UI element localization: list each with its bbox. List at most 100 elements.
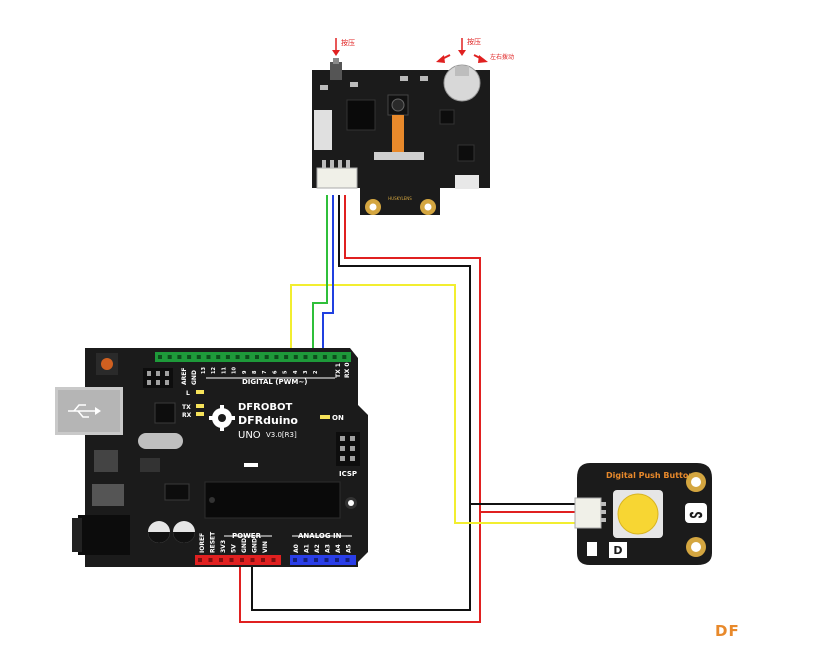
header-pin xyxy=(206,355,211,359)
learn-button[interactable] xyxy=(330,62,342,80)
header-pin xyxy=(225,355,230,359)
header-pin xyxy=(245,355,250,359)
header-pin xyxy=(264,355,269,359)
huskylens-module: HUSKYLENS xyxy=(312,58,490,215)
header-pin xyxy=(208,558,213,562)
dfrobot-gear-icon xyxy=(209,405,235,431)
header-pin xyxy=(335,558,339,562)
annotation-toggle: 左右拨动 xyxy=(490,53,514,61)
camera-flex-cable xyxy=(392,115,404,155)
power-port xyxy=(455,175,479,189)
icsp-header-right xyxy=(336,432,360,466)
header-pin xyxy=(274,355,279,359)
arrow-down-icon xyxy=(332,50,340,56)
pin-label: 3V3 xyxy=(220,540,227,553)
header-pin xyxy=(322,355,327,359)
processor-chip xyxy=(346,99,376,131)
pin-label: 4 xyxy=(293,370,299,374)
digital-header xyxy=(155,352,351,362)
gnd-label: GND xyxy=(191,370,198,385)
wires xyxy=(239,195,575,623)
usb-chip xyxy=(154,402,176,424)
header-pin xyxy=(219,558,223,562)
on-label: ON xyxy=(332,414,344,422)
wire-yellow-signal xyxy=(290,284,575,524)
analog-header xyxy=(290,555,356,565)
button-title: Digital Push Button xyxy=(606,471,694,480)
usb-icon xyxy=(68,404,95,418)
pin-label: 9 xyxy=(242,370,248,374)
d-label: D xyxy=(613,544,622,557)
pin-label: GND xyxy=(252,538,259,553)
digital-label: DIGITAL (PWM~) xyxy=(242,378,307,386)
pin-label: A4 xyxy=(335,544,342,553)
header-pin xyxy=(187,355,192,359)
header-pin xyxy=(313,355,318,359)
power-header-pins xyxy=(198,558,276,562)
board-version: V3.0[R3] xyxy=(266,431,297,439)
header-pin xyxy=(303,355,308,359)
wire-red-vcc xyxy=(239,195,481,623)
pin-label: 7 xyxy=(262,370,268,374)
atmega-chip xyxy=(204,481,341,519)
annotation-press-left: 按压 xyxy=(341,38,355,47)
header-pin xyxy=(177,355,182,359)
tx-label: TX xyxy=(182,404,191,411)
footer-brand: DF xyxy=(715,622,740,640)
header-pin xyxy=(342,355,347,359)
pin-label: 11 xyxy=(221,367,227,374)
pin-label: A3 xyxy=(325,544,332,553)
header-pin xyxy=(229,558,234,562)
pin-label: VIN xyxy=(262,541,269,553)
brand-label: DFROBOT xyxy=(238,402,292,413)
header-pin xyxy=(324,558,329,562)
push-button-module: Digital Push Button ᔕ D xyxy=(574,463,712,565)
function-dial[interactable] xyxy=(443,64,481,102)
huskylens-label: HUSKYLENS xyxy=(388,196,412,201)
pin-label: RESET xyxy=(210,531,217,553)
arrow-down-icon xyxy=(458,50,466,56)
board-name: DFRduino xyxy=(238,414,298,427)
header-pin xyxy=(261,558,265,562)
svg-text:ᔕ: ᔕ xyxy=(689,507,703,521)
digital-header-pins xyxy=(158,355,347,359)
wire-green-tx xyxy=(312,195,328,352)
rx-label: RX xyxy=(182,412,192,419)
header-pin xyxy=(255,355,259,359)
header-pin xyxy=(216,355,221,359)
wire-black-gnd xyxy=(251,195,471,611)
button-connector xyxy=(574,497,602,529)
pin-label: A1 xyxy=(304,544,311,553)
pin-label: 10 xyxy=(232,367,238,374)
on-led xyxy=(320,415,330,419)
header-pin xyxy=(250,558,255,562)
pin-label: A2 xyxy=(314,544,321,553)
header-pin xyxy=(240,558,244,562)
push-button-cap[interactable] xyxy=(617,493,659,535)
rx0-label: RX 0 xyxy=(344,362,351,378)
pin-label: 8 xyxy=(252,370,258,374)
pin-label: 13 xyxy=(201,367,207,374)
huskylens-connector xyxy=(316,167,358,189)
header-pin xyxy=(345,558,350,562)
l-label: L xyxy=(186,390,190,397)
pin-label: 5 xyxy=(283,370,289,374)
voltage-regulator xyxy=(94,450,118,472)
header-pin xyxy=(303,558,308,562)
usb-port xyxy=(314,110,332,150)
pin-label: 6 xyxy=(272,370,278,374)
pin-label: IOREF xyxy=(199,533,206,553)
header-pin xyxy=(167,355,172,359)
pin-label: 3 xyxy=(303,370,309,374)
power-label: POWER xyxy=(232,532,262,540)
annotations: 按压 按压 左右拨动 xyxy=(332,37,514,63)
power-header xyxy=(195,555,281,565)
header-pin xyxy=(314,558,318,562)
pin-label: A0 xyxy=(293,544,300,553)
header-pin xyxy=(158,355,162,359)
icsp-label: ICSP xyxy=(339,470,357,478)
aref-label: AREF xyxy=(181,368,188,385)
